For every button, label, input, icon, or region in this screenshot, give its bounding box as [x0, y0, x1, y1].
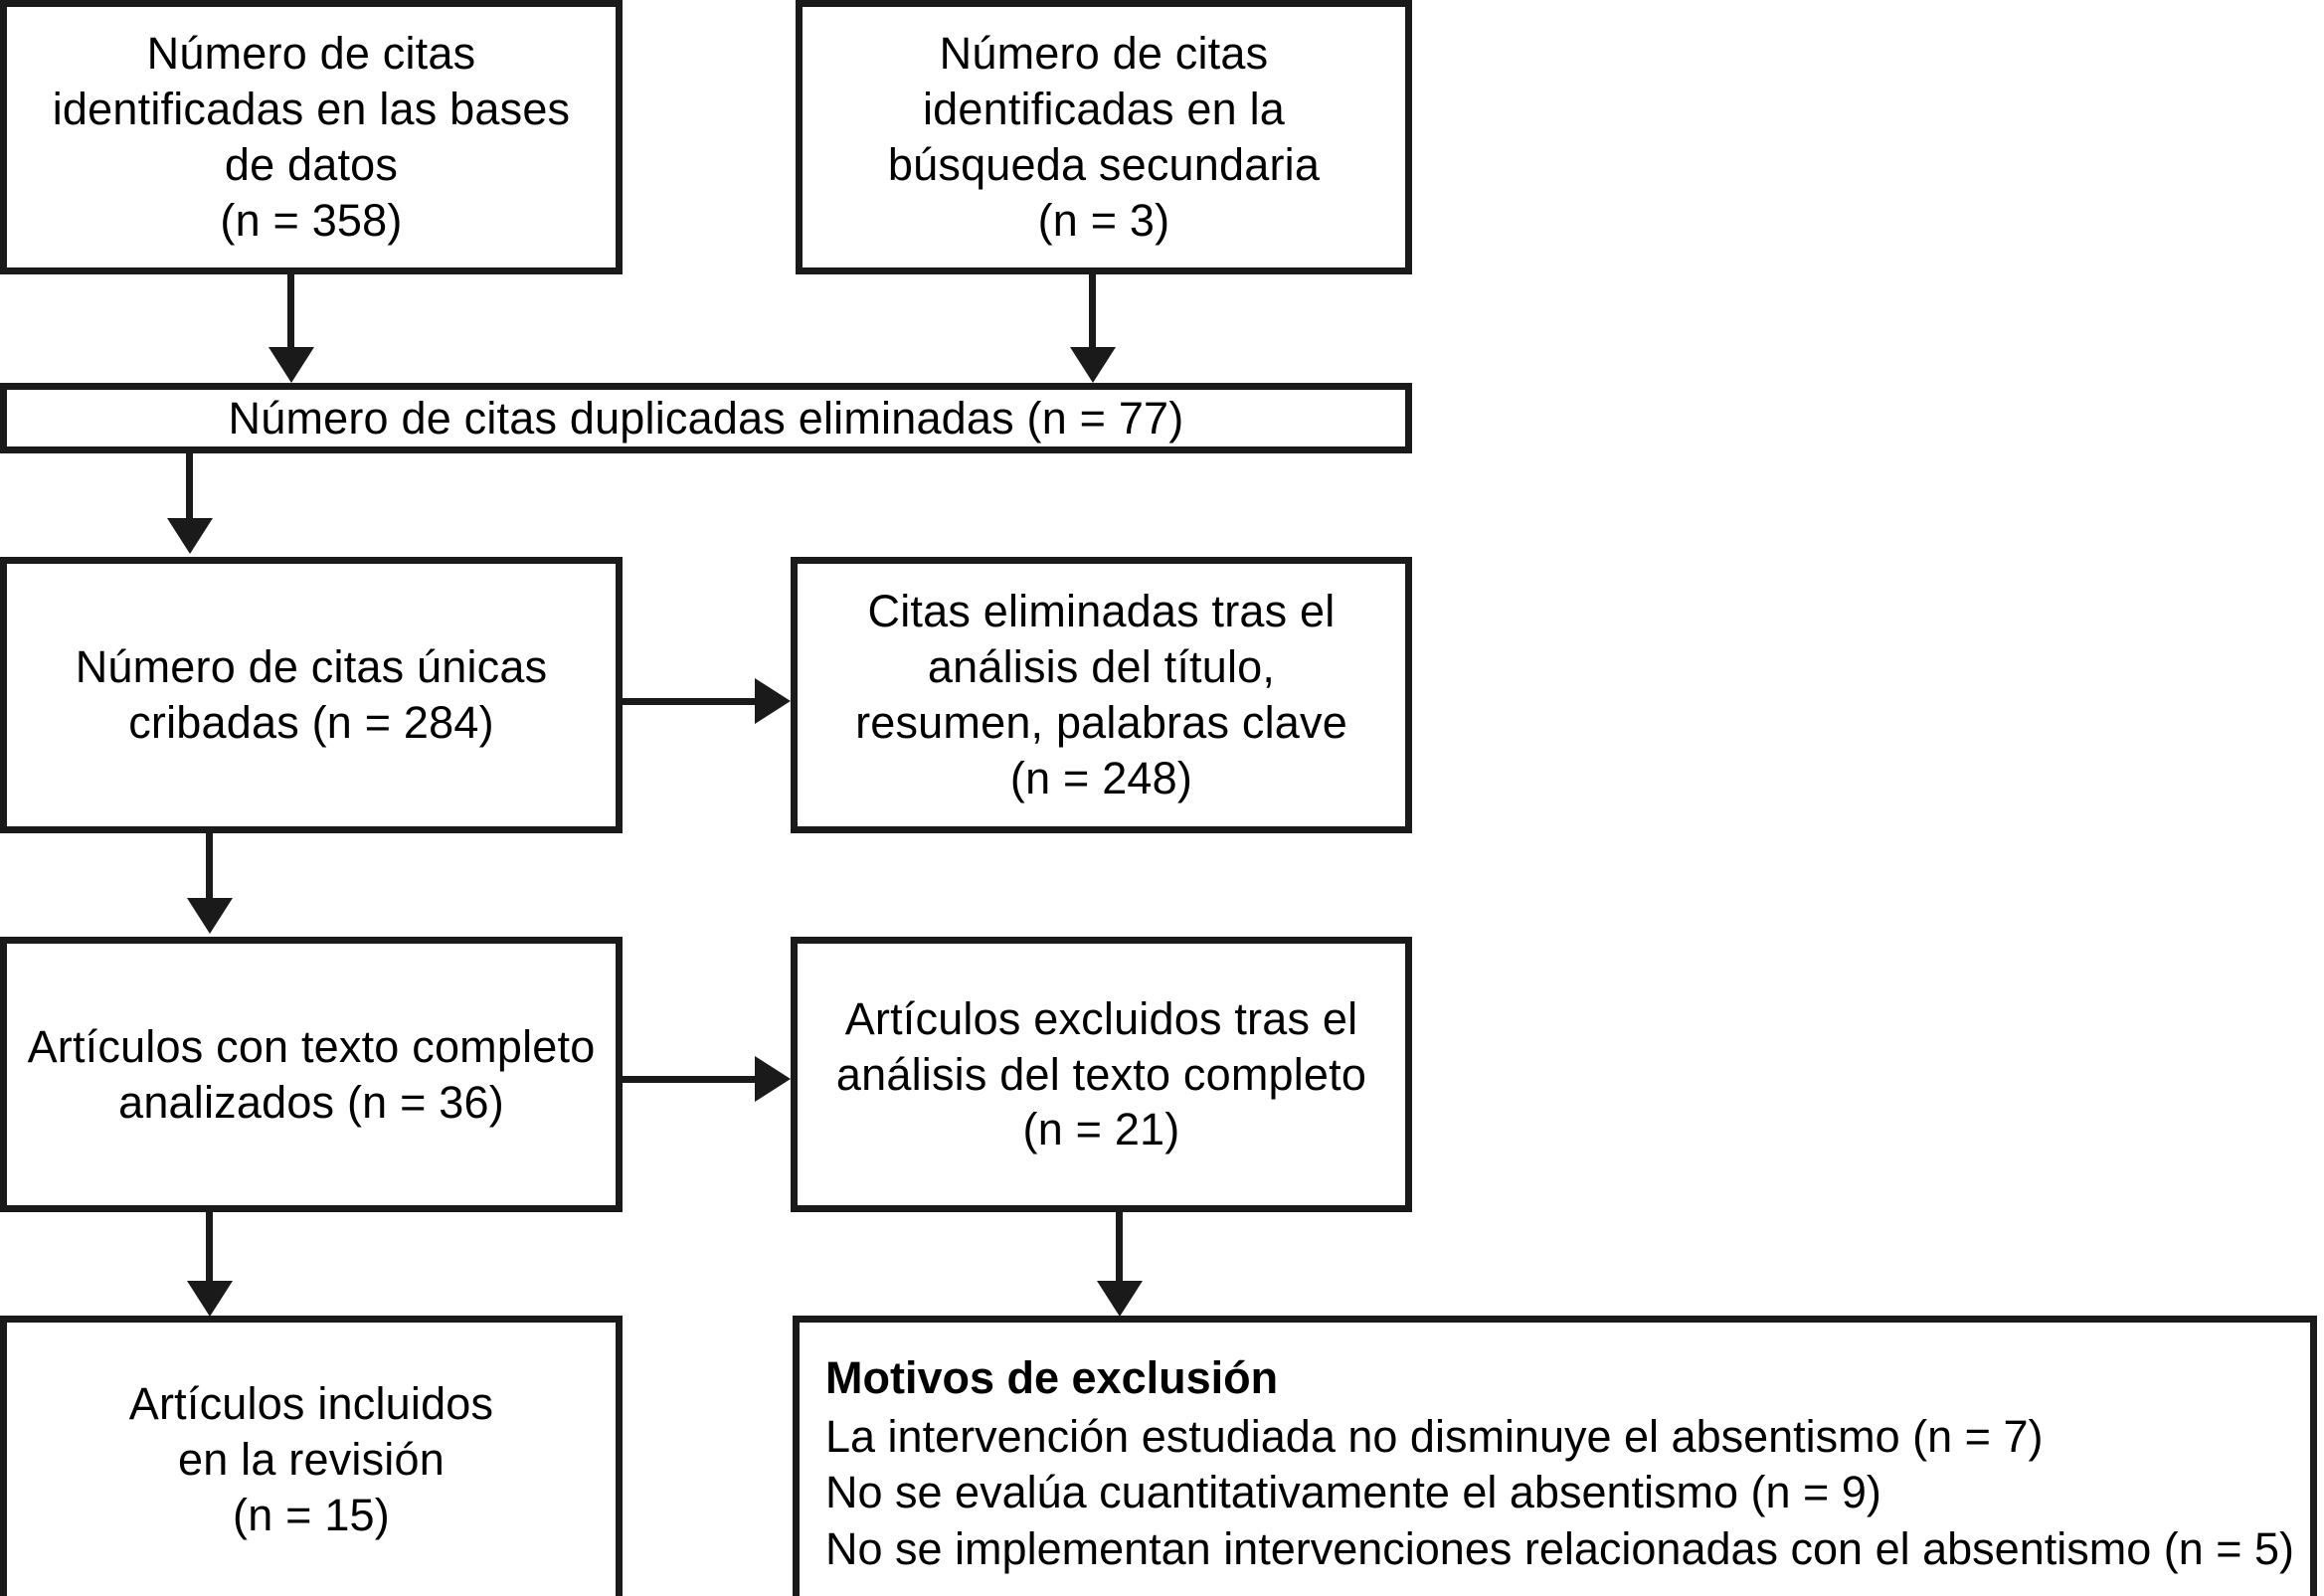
node-records-identified-databases-text: Número de citas identificadas en las bas… [52, 28, 571, 246]
node-exclusion-reasons: Motivos de exclusión La intervención est… [793, 1316, 2317, 1596]
arrowhead-fulltext-to-excluded-fulltext [755, 1056, 791, 1102]
arrowhead-excluded-fulltext-to-reasons [1097, 1281, 1143, 1317]
arrowhead-screened-to-excluded-title [755, 678, 791, 724]
connector-screened-to-excluded-title [623, 698, 758, 705]
connector-excluded-fulltext-to-reasons [1116, 1212, 1123, 1284]
node-unique-records-screened-text: Número de citas únicas cribadas (n = 284… [75, 641, 548, 748]
node-excluded-fulltext: Artículos excluidos tras el análisis del… [791, 937, 1412, 1212]
node-records-identified-secondary-search: Número de citas identificadas en la búsq… [796, 0, 1412, 274]
arrowhead-databases-to-duplicates [268, 347, 314, 383]
node-excluded-title-abstract-text: Citas eliminadas tras el análisis del tí… [855, 586, 1347, 803]
exclusion-reason-item: No se implementan intervenciones relacio… [825, 1523, 2295, 1575]
exclusion-reasons-heading: Motivos de exclusión [825, 1352, 1279, 1403]
connector-screened-to-fulltext [206, 833, 213, 901]
node-articles-included: Artículos incluidos en la revisión (n = … [0, 1316, 623, 1596]
connector-duplicates-to-screened [186, 453, 193, 521]
node-duplicates-removed-text: Número de citas duplicadas eliminadas (n… [228, 392, 1184, 443]
arrowhead-secondary-to-duplicates [1070, 347, 1116, 383]
node-duplicates-removed: Número de citas duplicadas eliminadas (n… [0, 383, 1412, 453]
node-records-identified-databases: Número de citas identificadas en las bas… [0, 0, 623, 274]
node-excluded-title-abstract: Citas eliminadas tras el análisis del tí… [791, 557, 1412, 833]
connector-fulltext-to-included [206, 1212, 213, 1284]
connector-databases-to-duplicates [287, 274, 294, 350]
node-excluded-fulltext-text: Artículos excluidos tras el análisis del… [835, 992, 1367, 1155]
arrowhead-screened-to-fulltext [187, 898, 233, 934]
exclusion-reason-item: La intervención estudiada no disminuye e… [825, 1410, 2044, 1462]
node-unique-records-screened: Número de citas únicas cribadas (n = 284… [0, 557, 623, 833]
arrowhead-duplicates-to-screened [167, 518, 213, 554]
node-fulltext-articles-assessed-text: Artículos con texto completo analizados … [27, 1020, 596, 1128]
node-fulltext-articles-assessed: Artículos con texto completo analizados … [0, 937, 623, 1212]
connector-secondary-to-duplicates [1089, 274, 1096, 350]
node-articles-included-text: Artículos incluidos en la revisión (n = … [128, 1378, 494, 1540]
connector-fulltext-to-excluded-fulltext [623, 1076, 758, 1083]
node-records-identified-secondary-search-text: Número de citas identificadas en la búsq… [887, 28, 1321, 246]
exclusion-reason-item: No se evalúa cuantitativamente el absent… [825, 1467, 1881, 1518]
arrowhead-fulltext-to-included [187, 1281, 233, 1317]
